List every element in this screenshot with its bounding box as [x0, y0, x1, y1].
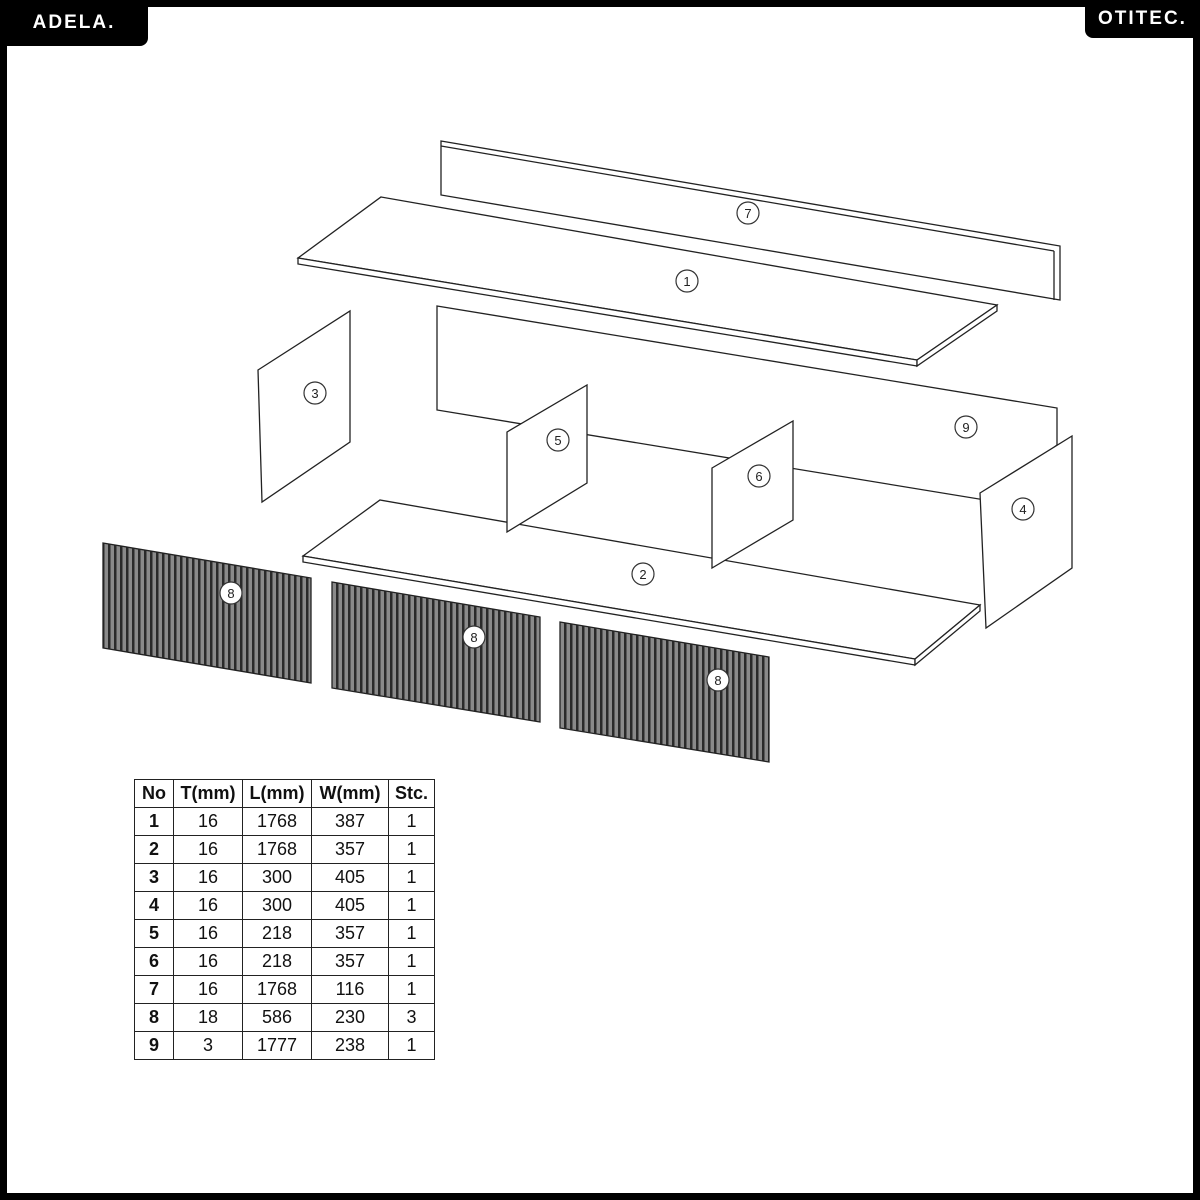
part-5-divider: [506, 383, 588, 534]
label-4: 4: [1011, 497, 1035, 521]
label-8c: 8: [706, 668, 730, 692]
svg-text:7: 7: [744, 206, 751, 221]
table-cell: 1: [388, 891, 435, 920]
table-cell: 238: [311, 1031, 389, 1060]
table-cell: 6: [134, 947, 174, 976]
header-width: W(mm): [311, 779, 389, 808]
part-1-top-shelf: [296, 196, 999, 368]
label-3: 3: [303, 381, 327, 405]
table-cell: 16: [173, 807, 243, 836]
label-8a: 8: [219, 581, 243, 605]
table-cell: 4: [134, 891, 174, 920]
svg-text:8: 8: [714, 673, 721, 688]
table-cell: 16: [173, 891, 243, 920]
svg-text:5: 5: [554, 433, 561, 448]
part-8-front-middle: [331, 581, 541, 723]
brand-tab-adela: ADELA.: [0, 0, 148, 46]
label-5: 5: [546, 428, 570, 452]
brand-tab-otitec: OTITEC.: [1085, 0, 1200, 38]
table-cell: 405: [311, 891, 389, 920]
table-cell: 218: [242, 947, 312, 976]
table-cell: 3: [134, 863, 174, 892]
header-thickness: T(mm): [173, 779, 243, 808]
part-8-front-right: [559, 621, 770, 763]
brand-left: ADELA.: [32, 12, 116, 33]
label-6: 6: [747, 464, 771, 488]
part-3-left-side: [257, 309, 351, 504]
table-cell: 116: [311, 975, 389, 1004]
table-cell: 357: [311, 835, 389, 864]
label-8b: 8: [462, 625, 486, 649]
table-cell: 1: [388, 863, 435, 892]
table-cell: 9: [134, 1031, 174, 1060]
svg-text:1: 1: [683, 274, 690, 289]
table-cell: 1: [388, 975, 435, 1004]
table-cell: 1: [388, 947, 435, 976]
table-cell: 1768: [242, 835, 312, 864]
table-cell: 16: [173, 835, 243, 864]
table-cell: 1: [388, 807, 435, 836]
table-cell: 7: [134, 975, 174, 1004]
table-cell: 16: [173, 947, 243, 976]
header-quantity: Stc.: [388, 779, 435, 808]
table-cell: 3: [388, 1003, 435, 1032]
table-cell: 1: [388, 835, 435, 864]
table-cell: 18: [173, 1003, 243, 1032]
label-2: 2: [631, 562, 655, 586]
header-length: L(mm): [242, 779, 312, 808]
svg-text:8: 8: [227, 586, 234, 601]
table-cell: 1: [388, 919, 435, 948]
table-cell: 1: [134, 807, 174, 836]
brand-right: OTITEC.: [1098, 8, 1187, 29]
table-cell: 218: [242, 919, 312, 948]
table-cell: 8: [134, 1003, 174, 1032]
table-cell: 1777: [242, 1031, 312, 1060]
label-9: 9: [954, 415, 978, 439]
header-no: No: [134, 779, 174, 808]
table-cell: 5: [134, 919, 174, 948]
table-cell: 2: [134, 835, 174, 864]
table-cell: 1768: [242, 975, 312, 1004]
table-cell: 1768: [242, 807, 312, 836]
table-cell: 300: [242, 891, 312, 920]
table-cell: 586: [242, 1003, 312, 1032]
table-cell: 405: [311, 863, 389, 892]
svg-text:4: 4: [1019, 502, 1026, 517]
table-cell: 1: [388, 1031, 435, 1060]
table-header-row: No T(mm) L(mm) W(mm) Stc.: [134, 779, 435, 808]
table-cell: 230: [311, 1003, 389, 1032]
table-cell: 16: [173, 975, 243, 1004]
label-1: 1: [675, 269, 699, 293]
label-7: 7: [736, 201, 760, 225]
table-cell: 357: [311, 919, 389, 948]
svg-text:3: 3: [311, 386, 318, 401]
svg-text:8: 8: [470, 630, 477, 645]
svg-text:2: 2: [639, 567, 646, 582]
part-4-right-side: [979, 434, 1073, 630]
part-8-front-left: [102, 542, 312, 684]
table-cell: 357: [311, 947, 389, 976]
table-cell: 16: [173, 863, 243, 892]
table-cell: 300: [242, 863, 312, 892]
svg-text:9: 9: [962, 420, 969, 435]
svg-text:6: 6: [755, 469, 762, 484]
table-cell: 387: [311, 807, 389, 836]
table-cell: 3: [173, 1031, 243, 1060]
table-cell: 16: [173, 919, 243, 948]
part-6-divider: [711, 419, 794, 570]
